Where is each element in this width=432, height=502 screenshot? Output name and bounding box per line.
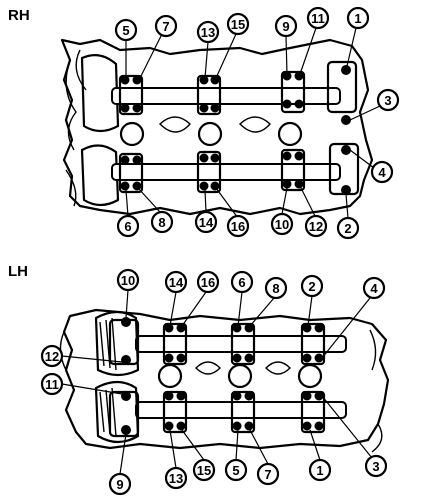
- svg-text:9: 9: [116, 477, 123, 492]
- rh-callout-2: 2: [336, 216, 360, 240]
- lh-heading: LH: [8, 263, 28, 280]
- svg-text:1: 1: [316, 463, 323, 478]
- rh-callout-14: 14: [194, 210, 218, 234]
- svg-text:13: 13: [201, 25, 215, 40]
- lh-callout-12: 12: [40, 344, 64, 368]
- svg-text:9: 9: [282, 19, 289, 34]
- lh-plug-well-3: [297, 363, 323, 389]
- rh-callout-12: 12: [304, 214, 328, 238]
- rh-bolts: [120, 65, 351, 195]
- lh-callout-15: 15: [192, 458, 216, 482]
- rh-callout-7: 7: [154, 14, 178, 38]
- lh-callout-1: 1: [308, 458, 332, 482]
- svg-text:5: 5: [232, 463, 239, 478]
- lh-callout-9: 9: [108, 472, 132, 496]
- lh-leader-lines: [61, 289, 373, 475]
- rh-callout-15: 15: [226, 12, 250, 36]
- svg-text:7: 7: [264, 467, 271, 482]
- rh-callouts: 5 7 13 15 9 11 1 3 4 2 12 10 16 14 8 6: [114, 6, 400, 240]
- lh-cylinder-head: LH: [8, 263, 390, 496]
- rh-callout-8: 8: [150, 210, 174, 234]
- rh-head-outline: [60, 38, 374, 216]
- svg-text:6: 6: [124, 219, 131, 234]
- rh-leader-lines: [125, 27, 381, 219]
- lh-bolts: [121, 317, 324, 435]
- svg-text:14: 14: [199, 215, 214, 230]
- lh-callout-8: 8: [264, 276, 288, 300]
- rh-lower-camshaft: [111, 163, 341, 181]
- svg-text:5: 5: [122, 23, 129, 38]
- lh-callout-7: 7: [256, 462, 280, 486]
- svg-text:13: 13: [169, 471, 183, 486]
- svg-text:2: 2: [308, 279, 315, 294]
- svg-text:12: 12: [309, 219, 323, 234]
- rh-plug-well-2: [197, 121, 223, 147]
- rh-cylinder-head: RH: [8, 6, 400, 240]
- lh-callout-6: 6: [230, 270, 254, 294]
- lh-plug-well-1: [157, 363, 183, 389]
- rh-callout-4: 4: [370, 160, 394, 184]
- svg-text:6: 6: [238, 275, 245, 290]
- rh-callout-11: 11: [306, 6, 330, 30]
- rh-casting-edge: [65, 59, 77, 151]
- rh-heading: RH: [8, 7, 30, 24]
- rh-callout-13: 13: [196, 20, 220, 44]
- lh-callout-14: 14: [164, 270, 188, 294]
- svg-text:2: 2: [344, 221, 351, 236]
- lh-callout-3: 3: [364, 454, 388, 478]
- rh-callout-6: 6: [116, 214, 140, 238]
- lh-callout-10: 10: [116, 268, 140, 292]
- svg-text:16: 16: [201, 275, 215, 290]
- lh-lower-camshaft: [135, 401, 347, 419]
- rh-callout-3: 3: [376, 88, 400, 112]
- svg-text:11: 11: [311, 11, 325, 26]
- svg-text:4: 4: [370, 281, 378, 296]
- rh-callout-5: 5: [114, 18, 138, 42]
- rh-plug-well-1: [119, 121, 145, 147]
- rh-callout-1: 1: [346, 6, 370, 30]
- svg-text:8: 8: [272, 281, 279, 296]
- lh-upper-camshaft: [135, 335, 347, 353]
- rh-plug-well-3: [277, 121, 303, 147]
- lh-upper-bearing-caps: [108, 318, 326, 366]
- lh-callout-2: 2: [300, 274, 324, 298]
- svg-text:14: 14: [169, 275, 184, 290]
- svg-text:3: 3: [384, 93, 391, 108]
- svg-text:15: 15: [231, 17, 245, 32]
- svg-text:8: 8: [158, 215, 165, 230]
- lh-head-outline: [62, 308, 390, 450]
- lh-front-housing: [94, 310, 140, 377]
- svg-text:10: 10: [275, 217, 289, 232]
- lh-callout-16: 16: [196, 270, 220, 294]
- rh-upper-camshaft: [111, 87, 341, 105]
- rh-callout-16: 16: [226, 214, 250, 238]
- svg-text:7: 7: [162, 19, 169, 34]
- svg-text:3: 3: [372, 459, 379, 474]
- lh-callout-13: 13: [164, 466, 188, 490]
- svg-text:11: 11: [45, 377, 59, 392]
- rh-callout-9: 9: [274, 14, 298, 38]
- svg-text:16: 16: [231, 219, 245, 234]
- lh-callout-5: 5: [224, 458, 248, 482]
- svg-text:15: 15: [197, 463, 211, 478]
- svg-text:1: 1: [354, 11, 361, 26]
- rh-upper-bearing-caps: [118, 60, 358, 116]
- lh-callout-11: 11: [40, 372, 64, 396]
- svg-text:4: 4: [378, 165, 386, 180]
- svg-text:10: 10: [121, 273, 135, 288]
- lh-callout-4: 4: [362, 276, 386, 300]
- lh-plug-well-2: [227, 363, 253, 389]
- rh-callout-10: 10: [270, 212, 294, 236]
- lh-callouts: 10 14 16 6 8 2 4 12 11 9 13 15 5 7 1 3: [40, 268, 388, 496]
- rh-front-housing: [80, 53, 120, 133]
- svg-text:12: 12: [45, 349, 59, 364]
